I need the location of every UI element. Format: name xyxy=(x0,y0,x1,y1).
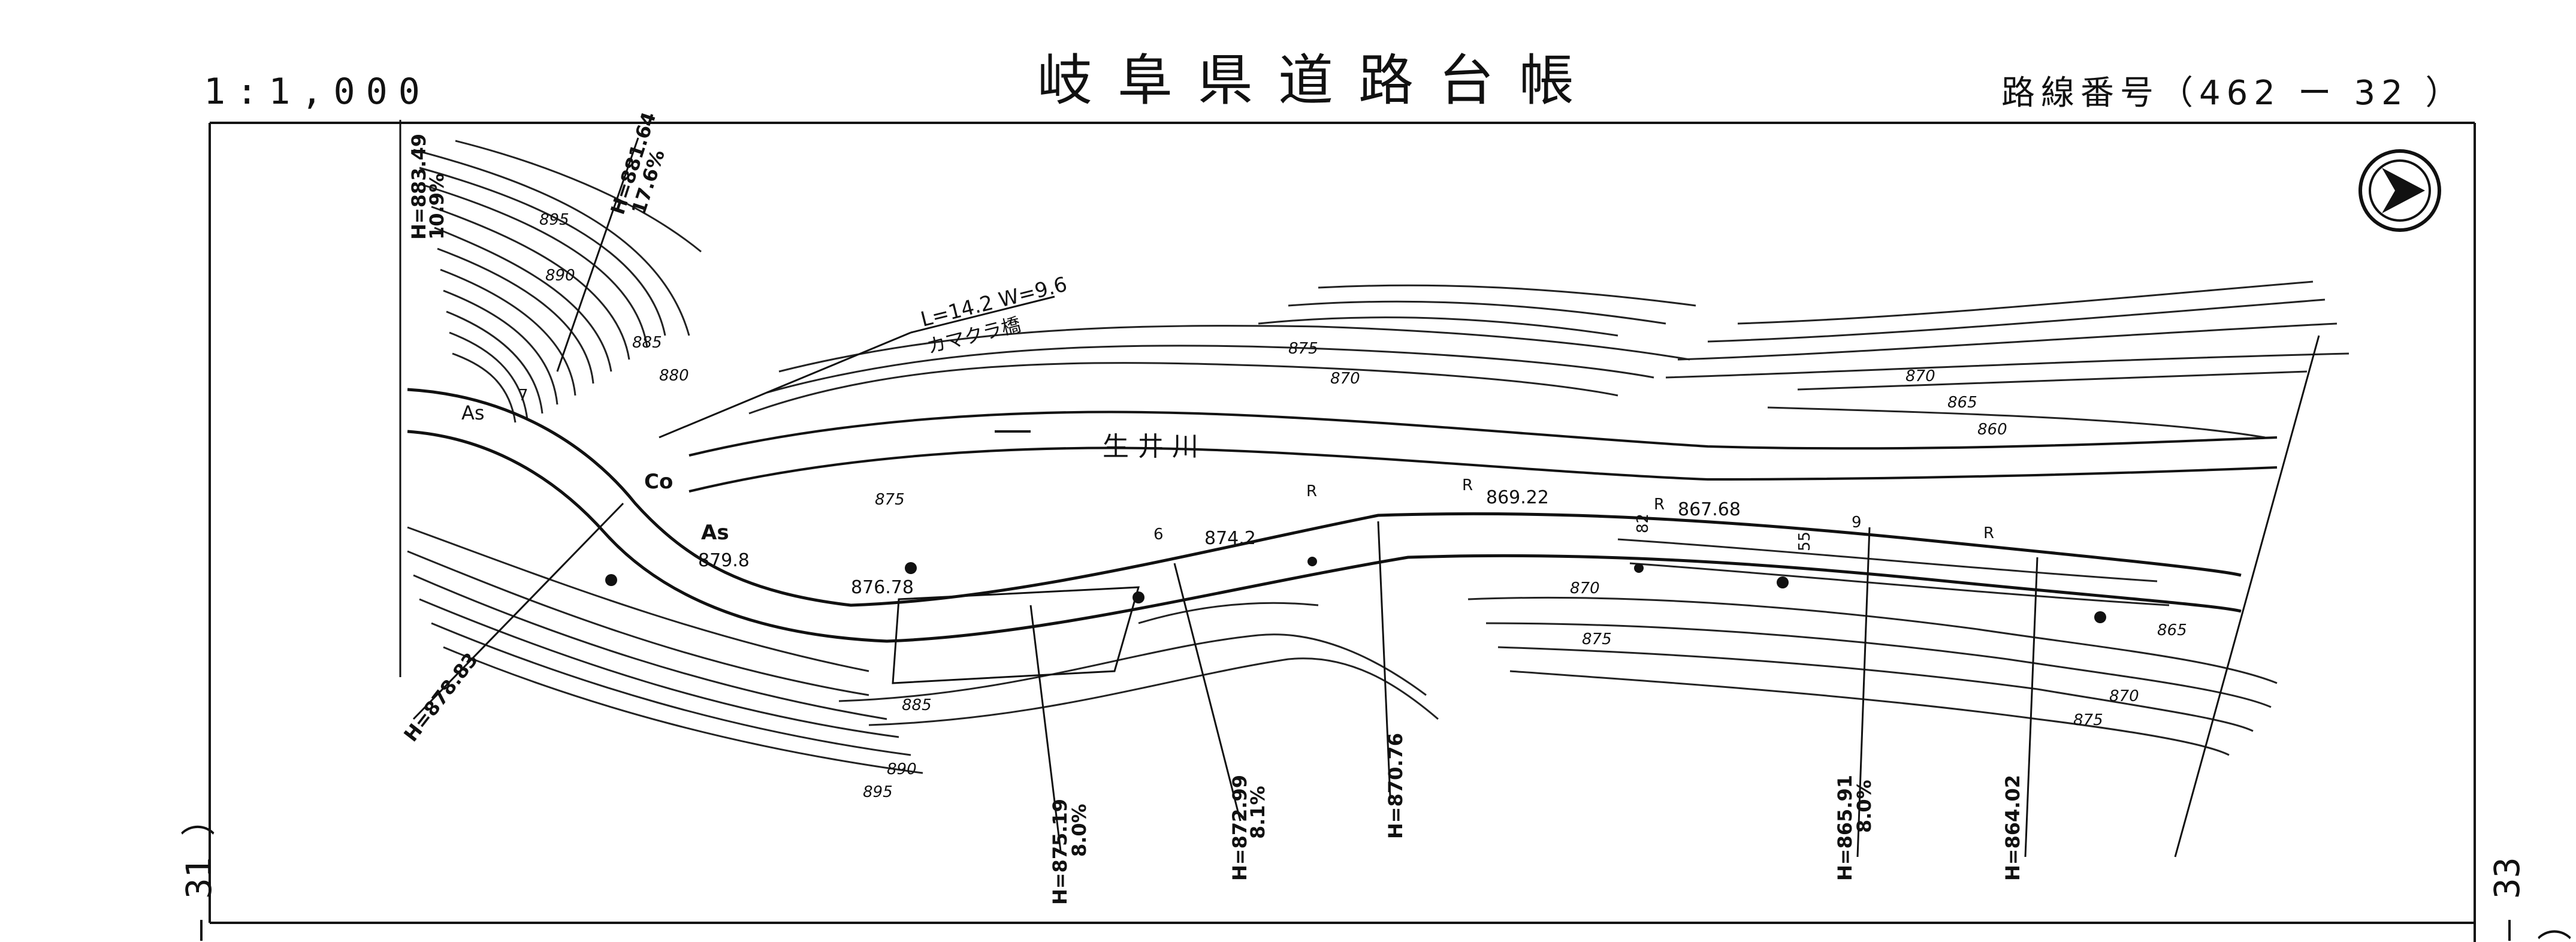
station-line xyxy=(2174,335,2320,858)
road-marker: R xyxy=(1983,524,1994,542)
station-grade: 10.9% xyxy=(425,173,448,240)
contour-label: 895 xyxy=(539,211,569,229)
station-line xyxy=(556,137,639,372)
station-line xyxy=(2024,557,2039,858)
map-frame xyxy=(209,122,2476,942)
contour-label: 885 xyxy=(902,696,932,714)
contour-label: 890 xyxy=(545,267,575,285)
river-name: 生 井 川 xyxy=(1103,431,1198,462)
contour-label: 875 xyxy=(875,491,905,509)
elevation-label: 874.2 xyxy=(1204,528,1256,549)
scale-label: 1:1,000 xyxy=(204,71,431,113)
station-height: H=870.76 xyxy=(1384,733,1407,839)
surface-label: As xyxy=(461,401,485,424)
page-title: 岐阜県道路台帳 xyxy=(1037,49,1599,113)
station-height: H=864.02 xyxy=(2001,775,2024,881)
route-number: 路線番号（462 ー 32 ） xyxy=(2001,74,2465,113)
contours-upper-middle xyxy=(748,280,2349,439)
bridge-leader-line xyxy=(659,331,911,439)
point-marker xyxy=(1777,576,1789,588)
elevation-label: 879.8 xyxy=(698,550,750,571)
contour-label: 860 xyxy=(1977,421,2007,439)
point-markers xyxy=(605,557,2106,623)
north-arrow-icon xyxy=(2358,149,2441,232)
contour-label: 895 xyxy=(863,783,893,801)
contour-label: 885 xyxy=(632,334,662,352)
station-height: H=875.19 xyxy=(1049,799,1071,905)
station-line xyxy=(1377,521,1391,798)
river xyxy=(688,410,2278,493)
contour-label: 875 xyxy=(1582,630,1612,648)
station-line xyxy=(1173,563,1242,822)
station-line xyxy=(412,502,624,720)
contours-lower xyxy=(407,526,2278,774)
point-marker xyxy=(1634,563,1644,573)
station-line xyxy=(1029,605,1062,852)
station-height: H=878.83 xyxy=(399,648,482,746)
station-grade: 8.0% xyxy=(1068,804,1091,857)
point-marker xyxy=(605,574,617,586)
station-line xyxy=(1856,527,1871,858)
station-height: H=872.99 xyxy=(1228,775,1251,881)
road xyxy=(407,388,2242,643)
point-marker xyxy=(2094,611,2106,623)
contour-label: 870 xyxy=(1330,370,1360,388)
road-marker: 6 xyxy=(1153,526,1164,544)
road-marker: R xyxy=(1462,476,1473,494)
contour-label: 870 xyxy=(1570,579,1600,597)
contour-label: 870 xyxy=(1905,367,1935,385)
contour-label: 865 xyxy=(2157,621,2187,639)
elevation-label: 876.78 xyxy=(851,577,914,598)
contour-label: 870 xyxy=(2109,687,2139,705)
surface-label: Co xyxy=(644,470,673,494)
station-height: H=883.49 xyxy=(407,134,430,240)
contour-label: 875 xyxy=(1288,340,1318,358)
small-mark: 55 xyxy=(1796,532,1814,551)
point-marker xyxy=(905,562,917,574)
contour-label: 875 xyxy=(2073,711,2103,729)
station-lines xyxy=(399,120,2320,858)
point-marker xyxy=(1133,591,1144,603)
contours-upper-left xyxy=(413,140,702,423)
road-marker: R xyxy=(1306,482,1317,500)
elevation-label: 867.68 xyxy=(1678,499,1741,520)
contour-label: 865 xyxy=(1947,394,1977,412)
vegetation-patch xyxy=(892,586,1140,684)
small-mark: 82 xyxy=(1634,514,1652,533)
surface-label: As xyxy=(701,521,729,545)
contour-label: 880 xyxy=(659,367,689,385)
point-marker xyxy=(1307,557,1317,566)
road-marker: 7 xyxy=(518,387,529,404)
elevation-label: 869.22 xyxy=(1486,487,1549,508)
road-marker: 9 xyxy=(1852,514,1862,532)
station-height: H=865.91 xyxy=(1834,775,1856,881)
road-marker: R xyxy=(1654,496,1665,514)
contour-label: 890 xyxy=(887,760,917,778)
station-grade: 8.1% xyxy=(1246,786,1269,839)
station-grade: 8.0% xyxy=(1853,780,1876,833)
